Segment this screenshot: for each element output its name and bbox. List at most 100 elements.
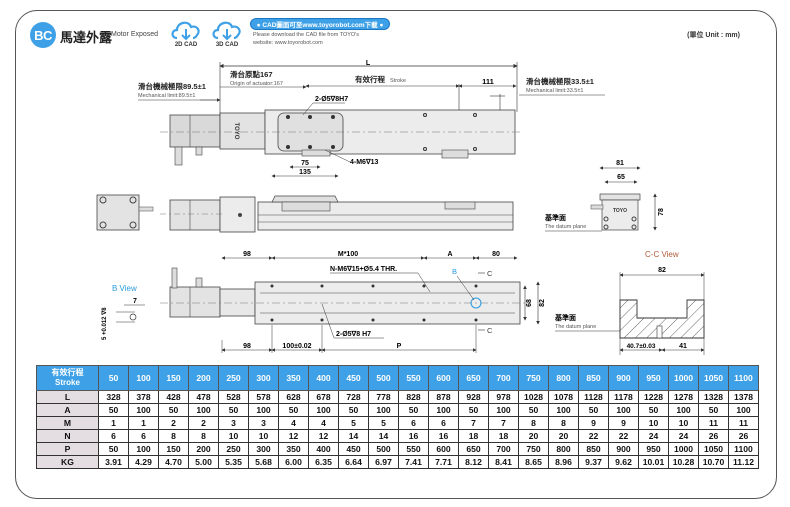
table-cell: 928 xyxy=(458,390,489,404)
table-cell: 12 xyxy=(278,429,309,443)
table-cell: 6 xyxy=(398,416,429,430)
table-cell: 1328 xyxy=(698,390,729,404)
table-cell: 5.68 xyxy=(248,455,279,469)
b-view-dim-hole: 5 +0.012 ∇8 xyxy=(101,307,108,340)
stroke-column-header: 900 xyxy=(608,365,639,391)
table-cell: 10 xyxy=(668,416,699,430)
cad-3d-download[interactable]: 3D CAD xyxy=(207,18,247,52)
table-cell: 8 xyxy=(158,429,189,443)
table-cell: 1050 xyxy=(698,442,729,456)
table-cell: 1 xyxy=(128,416,159,430)
stroke-column-header: 500 xyxy=(368,365,399,391)
table-cell: 400 xyxy=(308,442,339,456)
bottom-view: N-M6∇15+Ø5.4 THR. B C C 68 82 2-Ø5∇8 H7 … xyxy=(160,265,620,353)
cc-section xyxy=(619,299,705,339)
table-cell: 10 xyxy=(638,416,669,430)
b-view-marker xyxy=(470,297,482,309)
side-view: 98 M*100 A 80 xyxy=(96,194,518,260)
dim-82-bottom: 82 xyxy=(539,299,546,307)
table-cell: 1278 xyxy=(668,390,699,404)
table-cell: 3.91 xyxy=(98,455,129,469)
table-cell: 9 xyxy=(608,416,639,430)
table-cell: 7 xyxy=(458,416,489,430)
dim-80: 80 xyxy=(492,251,500,258)
cad-download-link[interactable]: ● CAD圖面可至www.toyorobot.com下載 ● xyxy=(250,18,390,30)
table-cell: 6.97 xyxy=(368,455,399,469)
table-cell: 750 xyxy=(518,442,549,456)
dim-81: 81 xyxy=(616,160,624,167)
table-cell: 7.71 xyxy=(428,455,459,469)
table-cell: 100 xyxy=(128,442,159,456)
table-cell: 8.96 xyxy=(548,455,579,469)
table-cell: 11 xyxy=(698,416,729,430)
table-cell: 9.62 xyxy=(608,455,639,469)
row-label: P xyxy=(36,442,99,456)
row-label: M xyxy=(36,416,99,430)
table-cell: 100 xyxy=(608,403,639,417)
table-cell: 8.12 xyxy=(458,455,489,469)
stroke-column-header: 50 xyxy=(98,365,129,391)
table-cell: 478 xyxy=(188,390,219,404)
table-cell: 2 xyxy=(188,416,219,430)
stroke-column-header: 950 xyxy=(638,365,669,391)
motor-cable xyxy=(174,146,183,166)
stroke-column-header: 800 xyxy=(548,365,579,391)
title-zh: 馬達外露 xyxy=(60,31,113,46)
table-cell: 328 xyxy=(98,390,129,404)
label-C-top: C xyxy=(487,269,493,278)
table-cell: 10.70 xyxy=(698,455,729,469)
technical-drawing: L 滑台原點167 Origin of actuator:167 有效行程 St… xyxy=(96,60,705,355)
table-cell: 428 xyxy=(158,390,189,404)
title-en: Motor Exposed xyxy=(111,31,159,38)
stroke-column-header: 300 xyxy=(248,365,279,391)
table-cell: 100 xyxy=(368,403,399,417)
table-cell: 8 xyxy=(518,416,549,430)
table-cell: 24 xyxy=(638,429,669,443)
table-cell: 10.01 xyxy=(638,455,669,469)
datum-label-en-end: The datum plane xyxy=(545,224,586,230)
table-cell: 1 xyxy=(98,416,129,430)
stroke-column-header: 150 xyxy=(158,365,189,391)
table-cell: 5.35 xyxy=(218,455,249,469)
dim-98-side: 98 xyxy=(243,251,251,258)
table-cell: 1078 xyxy=(548,390,579,404)
cad-2d-label: 2D CAD xyxy=(174,42,198,48)
datum-label-en-bottom: The datum plane xyxy=(555,324,596,330)
row-label: N xyxy=(36,429,99,443)
svg-text:TOYO: TOYO xyxy=(233,123,239,140)
cad-2d-download[interactable]: 2D CAD xyxy=(166,18,206,52)
table-cell: 10.28 xyxy=(668,455,699,469)
table-cell: 100 xyxy=(308,403,339,417)
origin-label-en: Origin of actuator:167 xyxy=(230,81,283,87)
table-cell: 100 xyxy=(548,403,579,417)
origin-label-zh: 滑台原點167 xyxy=(230,69,273,79)
motor xyxy=(169,114,221,148)
table-cell: 6.00 xyxy=(278,455,309,469)
table-cell: 100 xyxy=(128,403,159,417)
tap-holes-top: 4-M6∇13 xyxy=(350,158,379,166)
table-cell: 1028 xyxy=(518,390,549,404)
table-cell: 678 xyxy=(308,390,339,404)
table-cell: 100 xyxy=(668,403,699,417)
table-cell: 8 xyxy=(188,429,219,443)
table-cell: 1178 xyxy=(608,390,639,404)
stroke-header-zh: 有效行程 xyxy=(51,368,84,377)
table-cell: 14 xyxy=(368,429,399,443)
table-cell: 50 xyxy=(98,442,129,456)
table-cell: 7 xyxy=(488,416,519,430)
table-cell: 14 xyxy=(338,429,369,443)
dim-135: 135 xyxy=(299,169,311,176)
table-cell: 8 xyxy=(548,416,579,430)
table-cell: 10 xyxy=(248,429,279,443)
stroke-column-header: 750 xyxy=(518,365,549,391)
table-cell: 6.35 xyxy=(308,455,339,469)
table-cell: 4.70 xyxy=(158,455,189,469)
table-cell: 1000 xyxy=(668,442,699,456)
table-cell: 24 xyxy=(668,429,699,443)
stroke-column-header: 650 xyxy=(458,365,489,391)
table-cell: 20 xyxy=(518,429,549,443)
table-cell: 18 xyxy=(458,429,489,443)
